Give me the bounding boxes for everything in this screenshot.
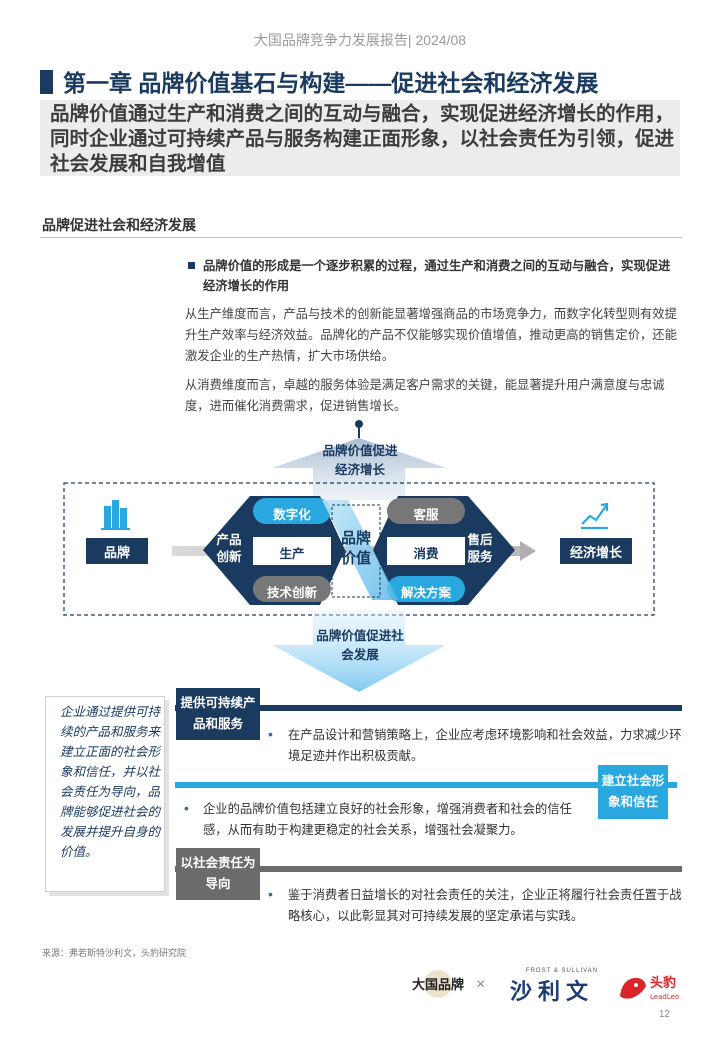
page-number: 12 — [658, 1009, 670, 1020]
brand-box — [86, 538, 148, 564]
brand-value-center-label: 品牌价值 — [340, 530, 371, 567]
side-note-box — [45, 696, 165, 892]
production-label: 生产 — [279, 547, 305, 561]
block3-bullet-icon: • — [268, 886, 273, 902]
block1-bullet-icon: • — [268, 726, 273, 742]
center-diagonal-band — [322, 500, 398, 600]
section-title: 品牌促进社会和经济发展 — [42, 217, 196, 233]
tech-innovation-label: 技术创新 — [266, 586, 317, 600]
report-title: 大国品牌竞争力发展报告| 2024/08 — [253, 32, 467, 48]
block2-bar — [175, 782, 677, 788]
up-arrow-label: 品牌价值促进经济增长 — [322, 444, 398, 477]
production-paragraph: 从生产维度而言，产品与技术的创新能显著增强商品的市场竞争力，而数字化转型则有效提… — [185, 307, 677, 363]
block1-text: 在产品设计和营销策略上，企业应考虑环境影响和社会效益，力求减少环境足迹并作出积极… — [288, 728, 682, 763]
leadleo-logo: 头豹 LeadLeo — [616, 972, 682, 1004]
down-arrow-shape — [272, 610, 446, 692]
brand-label: 品牌 — [103, 545, 130, 560]
brand-value-diagram: 品牌价值促进经济增长 品牌价值促进社会发展 品牌 经济增长 产品创新 数字化 生… — [0, 415, 720, 695]
building-icon — [101, 500, 130, 530]
summary-box — [40, 100, 680, 176]
flow-arrow-head — [520, 541, 536, 561]
growth-chart-icon — [581, 502, 609, 530]
svg-text:LeadLeo: LeadLeo — [650, 993, 679, 1001]
consumption-label: 消费 — [413, 547, 439, 561]
block3-text: 鉴于消费者日益增长的对社会责任的关注，企业正将履行社会责任置于战略核心，以此彰显… — [288, 888, 682, 923]
customer-service-label: 客服 — [413, 508, 439, 522]
logo-separator: × — [476, 976, 486, 993]
solution-pill — [387, 576, 465, 602]
service-pill — [387, 498, 465, 524]
solutions-label: 解决方案 — [400, 586, 451, 600]
block3-tag: 以社会责任为导向 — [176, 848, 260, 900]
frost-sullivan-wordmark: FROST & SULLIVAN — [525, 968, 599, 974]
flow-bar — [172, 546, 522, 556]
block1-tag: 提供可持续产品和服务 — [176, 688, 260, 740]
section-divider — [40, 237, 682, 238]
up-arrow-shape — [272, 438, 446, 500]
chapter-title: 第一章 品牌价值基石与构建——促进社会和经济发展 — [63, 70, 599, 96]
down-arrow-label: 品牌价值促进社会发展 — [316, 629, 404, 662]
summary-text: 品牌价值通过生产和消费之间的互动与融合，实现促进经济增长的作用，同时企业通过可持… — [50, 103, 675, 175]
chapter-accent-bar — [40, 70, 53, 94]
product-innovation-label: 产品创新 — [216, 533, 242, 564]
source-note: 来源：弗若斯特沙利文，头豹研究院 — [42, 948, 187, 958]
digital-label: 数字化 — [273, 508, 311, 522]
production-band — [253, 537, 331, 565]
frost-sullivan-logo: 沙利文 — [510, 979, 595, 1005]
block2-bullet-icon: • — [184, 800, 189, 816]
side-note-text: 企业通过提供可持续的产品和服务来建立正面的社会形象和信任，并以社会责任为导向，品… — [60, 705, 161, 859]
square-bullet-icon — [188, 262, 195, 269]
daguo-brand-logo: 大国品牌 — [410, 968, 466, 1000]
block2-text: 企业的品牌价值包括建立良好的社会形象，增强消费者和社会的信任感，从而有助于构建更… — [203, 802, 572, 837]
top-connector-dot — [355, 420, 363, 428]
key-point: 品牌价值的形成是一个逐步积累的过程，通过生产和消费之间的互动与融合，实现促进经济… — [203, 259, 671, 293]
block1-bar — [175, 705, 682, 711]
consumption-paragraph: 从消费维度而言，卓越的服务体验是满足客户需求的关键，能显著提升用户满意度与忠诚度… — [185, 378, 665, 413]
economy-label: 经济增长 — [569, 545, 622, 560]
tech-pill — [253, 576, 331, 602]
after-sales-label: 售后服务 — [467, 533, 493, 564]
svg-text:大国品牌: 大国品牌 — [412, 977, 464, 993]
block2-tag: 建立社会形象和信任 — [598, 765, 668, 819]
diagram-graphics — [63, 420, 655, 692]
digital-pill — [253, 498, 331, 524]
economy-box — [560, 538, 632, 564]
block3-bar — [175, 866, 682, 872]
svg-text:头豹: 头豹 — [650, 975, 676, 991]
consumption-band — [387, 537, 465, 565]
